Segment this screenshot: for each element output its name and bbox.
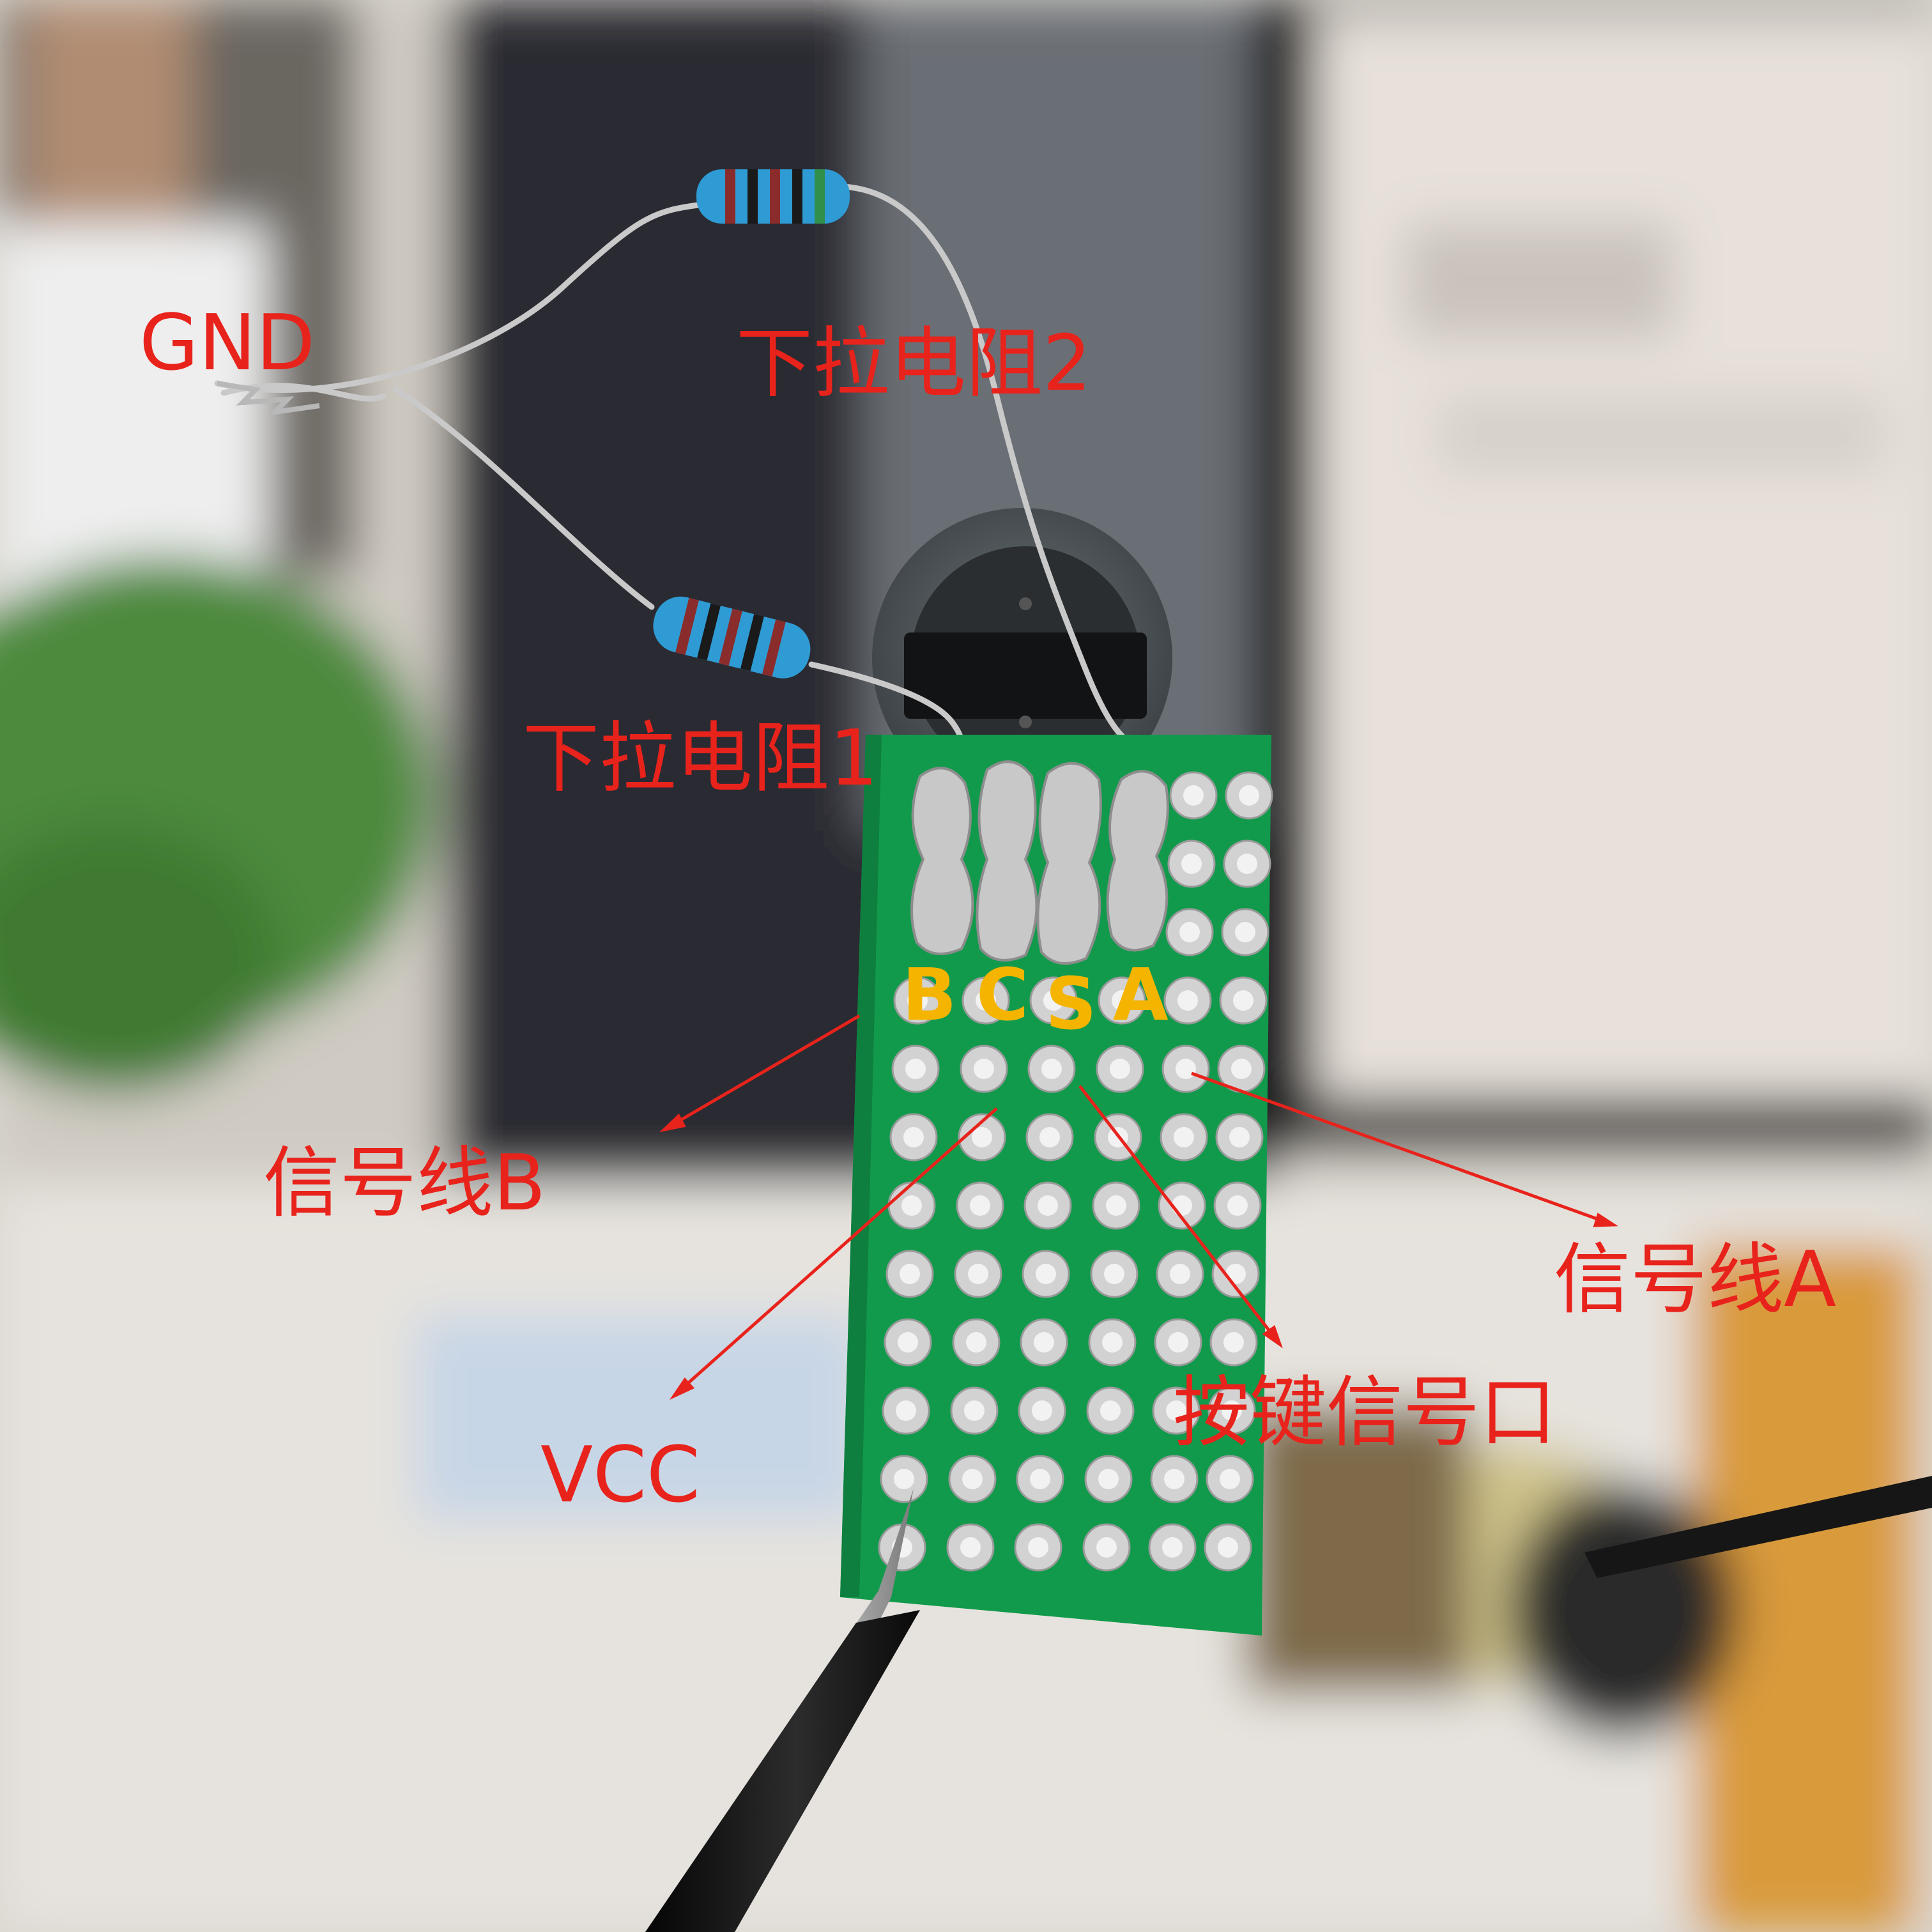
perfboard-hole-center (1038, 1195, 1058, 1216)
perfboard-hole-center (1039, 1127, 1060, 1147)
perfboard-hole-center (1166, 1400, 1186, 1421)
perfboard-hole-center (1036, 1264, 1056, 1284)
button-signal-port-label: 按键信号口 (1173, 1368, 1556, 1457)
perfboard-hole-center (1034, 1332, 1054, 1353)
perfboard-hole-center (1104, 1264, 1124, 1284)
perfboard-hole-center (1237, 854, 1257, 874)
perfboard-hole-center (1168, 1332, 1188, 1353)
signal-line-a-label: 信号线A (1554, 1236, 1837, 1324)
perfboard-hole-center (1176, 1059, 1196, 1079)
vcc-label: VCC (540, 1431, 700, 1520)
perfboard-hole-center (976, 990, 996, 1011)
perfboard-hole-center (1043, 990, 1064, 1011)
perfboard-hole-center (1179, 922, 1200, 942)
perfboard (840, 735, 1273, 1636)
pin-label-a: A (1113, 954, 1169, 1037)
perfboard-hole-center (960, 1537, 981, 1558)
perfboard-hole-center (1032, 1400, 1052, 1421)
perfboard-hole-center (974, 1059, 994, 1079)
pulldown-resistor-1-body (653, 596, 811, 678)
perfboard-hole-center (964, 1400, 985, 1421)
pin-label-s: S (1045, 963, 1097, 1046)
perfboard-hole-center (901, 1195, 922, 1216)
perfboard-hole-center (905, 1059, 926, 1079)
perfboard-hole-center (1102, 1332, 1123, 1353)
perfboard-hole-center (1098, 1469, 1119, 1489)
pulldown-resistor-2-label: 下拉电阻2 (736, 319, 1092, 408)
perfboard-hole-center (1096, 1537, 1117, 1558)
perfboard-hole-center (907, 990, 928, 1011)
perfboard-hole-center (1106, 1195, 1126, 1216)
perfboard-hole-center (966, 1332, 986, 1353)
perfboard-hole-center (1235, 922, 1255, 942)
perfboard-hole-center (968, 1264, 988, 1284)
perfboard-hole-center (1110, 1059, 1130, 1079)
perfboard-hole-center (1112, 990, 1132, 1011)
perfboard-hole-center (903, 1127, 924, 1147)
perfboard-hole-center (1220, 1469, 1240, 1489)
perfboard-hole-center (1172, 1195, 1192, 1216)
perfboard-hole-center (1222, 1400, 1242, 1421)
pulldown-resistor-1-label: 下拉电阻1 (523, 714, 878, 803)
perfboard-hole-center (1174, 1127, 1194, 1147)
gnd-label: GND (139, 299, 316, 388)
perfboard-hole-center (1183, 785, 1204, 806)
perfboard-hole-center (1225, 1264, 1246, 1284)
pulldown-resistor-2-body (696, 169, 850, 224)
perfboard-hole-center (1227, 1195, 1248, 1216)
perfboard-hole-center (1028, 1537, 1048, 1558)
pin-label-b: B (902, 954, 957, 1037)
perfboard-hole-center (1223, 1332, 1244, 1353)
perfboard-hole-center (1164, 1469, 1184, 1489)
perfboard-hole-center (1041, 1059, 1062, 1079)
perfboard-hole-center (1229, 1127, 1250, 1147)
perfboard-hole-center (1030, 1469, 1050, 1489)
perfboard-hole-center (1181, 854, 1202, 874)
perfboard-hole-center (1170, 1264, 1190, 1284)
perfboard-hole-center (970, 1195, 990, 1216)
perfboard-hole-center (1233, 990, 1254, 1011)
perfboard-hole-center (1239, 785, 1259, 806)
pin-label-c: C (976, 954, 1029, 1037)
perfboard-hole-center (896, 1400, 916, 1421)
perfboard-hole-center (900, 1264, 920, 1284)
perfboard-hole-center (1100, 1400, 1121, 1421)
perfboard-hole-center (1162, 1537, 1183, 1558)
perfboard-hole-center (898, 1332, 918, 1353)
perfboard-hole-center (1177, 990, 1198, 1011)
perfboard-hole-center (1218, 1537, 1238, 1558)
pointer-pen (645, 1476, 1932, 1932)
perfboard-hole-center (962, 1469, 983, 1489)
signal-line-b-label: 信号线B (263, 1139, 546, 1228)
perfboard-hole-center (1231, 1059, 1252, 1079)
encoder-knob (872, 508, 1172, 808)
perfboard-hole-center (894, 1469, 914, 1489)
perfboard-hole-center (972, 1127, 992, 1147)
